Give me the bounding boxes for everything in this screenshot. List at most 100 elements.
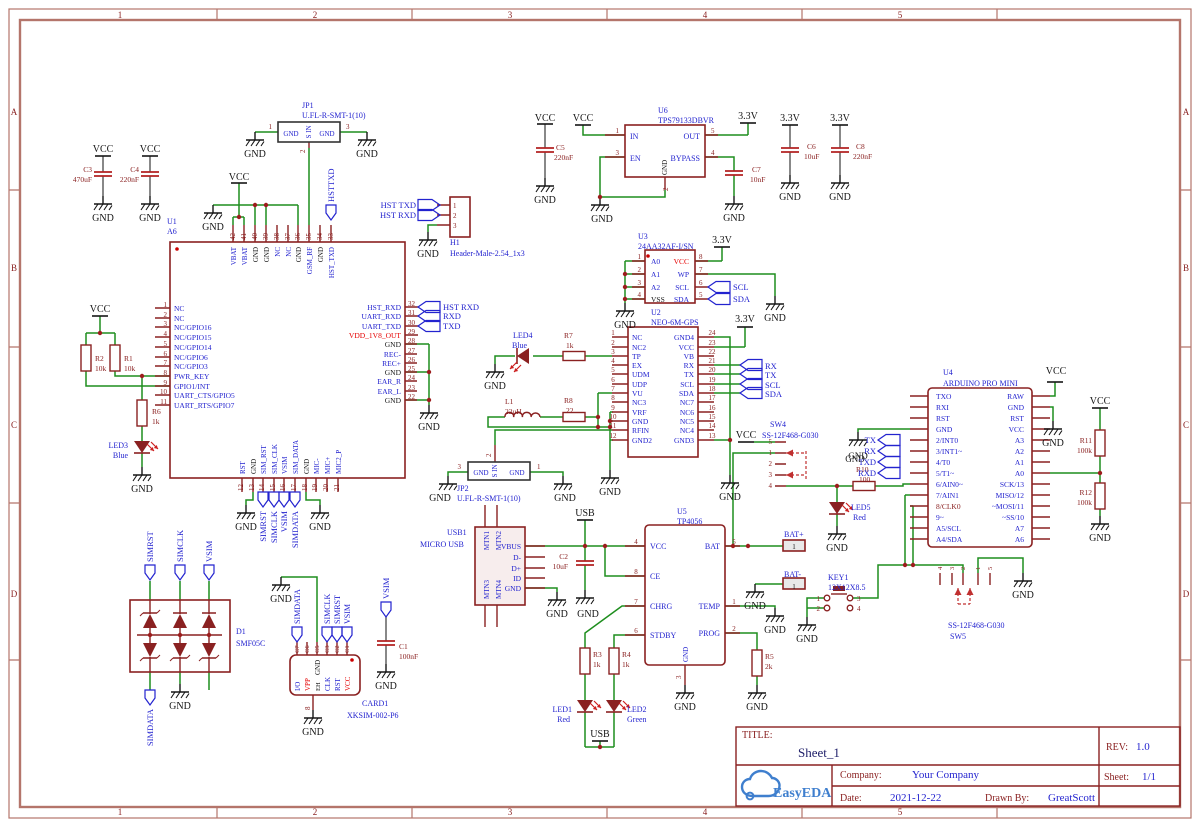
pin-name: 4/T0 (936, 458, 950, 467)
pin-num: 15 (709, 413, 717, 421)
pin-name: REC+ (382, 359, 401, 368)
ref: C8 (856, 142, 865, 151)
led1 (576, 699, 602, 713)
pin-name: A7 (1015, 524, 1024, 533)
pin-num: 14 (258, 484, 266, 492)
val: 100nF (399, 652, 418, 661)
pin-num: C7 (294, 645, 301, 653)
pin-num: 2 (611, 339, 615, 347)
pin-name: UDP (632, 380, 647, 389)
pin-num: 5 (611, 366, 615, 374)
led4 (509, 347, 530, 373)
r11-resistor (1094, 429, 1106, 457)
pin-name: 9~ (936, 513, 944, 522)
r7-resistor (562, 350, 586, 362)
gnd-label: GND (577, 609, 599, 620)
sheet-title[interactable]: Sheet_1 (798, 745, 840, 760)
pin-name: MTN4 (495, 579, 503, 599)
pin-name: GND (317, 247, 325, 262)
net-label: USB (590, 729, 610, 740)
net-label: TX (865, 435, 876, 445)
net-label: VSIM (204, 540, 214, 562)
pin-name: CHRG (650, 602, 672, 611)
rev-label: REV: (1106, 742, 1128, 753)
pin-name: GND (385, 396, 402, 405)
net-label: SIMDATA (145, 708, 155, 746)
net-label: TXD (859, 457, 876, 467)
pin-num: 1 (537, 463, 541, 471)
pin-name: MIC2_P (335, 450, 343, 474)
card1-sim (289, 654, 361, 696)
gnd-label: GND (591, 214, 613, 225)
net-label: SIMCLK (269, 510, 279, 543)
pin-name: 7/AIN1 (936, 491, 959, 500)
val: U.FL-R-SMT-1(10) (457, 494, 521, 503)
pin-name: MISO/12 (996, 491, 1025, 500)
pin-num: 11 (610, 422, 617, 430)
vcc-label: VCC (1090, 396, 1111, 407)
pin-name: S IN (491, 464, 499, 477)
pin-name: NC (174, 314, 184, 323)
pin-num: 34 (316, 233, 324, 241)
val: Blue (113, 451, 129, 460)
row-letter: A (11, 107, 18, 117)
pin-name: EAR_R (377, 377, 401, 386)
pin-name: GND (385, 340, 402, 349)
pin-num: 23 (709, 339, 717, 347)
gnd-label: GND (614, 320, 636, 331)
net-label: TXD (443, 321, 460, 331)
pin-num: 4 (638, 291, 642, 299)
gnd-label: GND (356, 149, 378, 160)
pin-num: 38 (273, 233, 281, 241)
pin-num: 5 (732, 538, 736, 546)
net-label: SIMRST (333, 595, 342, 624)
gnd-label: GND (719, 492, 741, 503)
pin-num: 4 (769, 482, 773, 490)
pin-name: NC6 (680, 408, 694, 417)
pin-num: 8 (611, 394, 615, 402)
pin-name: VRF (632, 408, 647, 417)
ref: R12 (1079, 488, 1092, 497)
gnd-label: GND (302, 727, 324, 738)
pin-num: 4 (634, 538, 638, 546)
vcc-label: 3.3V (712, 235, 733, 246)
col-num: 4 (703, 807, 708, 817)
drawnby-value[interactable]: GreatScott (1048, 792, 1095, 804)
company-value[interactable]: Your Company (912, 769, 980, 781)
val: 100 (859, 475, 871, 484)
ref: R3 (593, 650, 602, 659)
pin-name: UART_TXD (362, 322, 402, 331)
easyeda-logo: EasyEDA (740, 769, 832, 801)
pin-name: VU (632, 389, 643, 398)
gnd-label: GND (674, 702, 696, 713)
pin-num: 5 (769, 438, 773, 446)
pin-name: GND4 (674, 333, 694, 342)
pin-num: 33 (327, 233, 335, 241)
pin-name: PWR_KEY (174, 372, 210, 381)
sheet-value[interactable]: 1/1 (1142, 771, 1156, 783)
l1-inductor[interactable] (504, 411, 541, 418)
key1-button[interactable] (823, 586, 854, 612)
sw4-switch[interactable] (786, 449, 807, 480)
date-label: Date: (840, 793, 862, 804)
pin-num: 42 (229, 233, 237, 241)
r12-resistor (1094, 482, 1106, 510)
ref: C1 (399, 642, 408, 651)
netflag-sda (707, 292, 731, 306)
date-value[interactable]: 2021-12-22 (890, 792, 941, 804)
component-bodies[interactable] (129, 121, 1033, 696)
pin-name: GND (283, 130, 298, 138)
val: 100k (1077, 446, 1092, 455)
rev-value[interactable]: 1.0 (1136, 741, 1150, 753)
title-block: TITLE: Sheet_1 REV: 1.0 Company: Your Co… (735, 726, 1181, 807)
pin-name: ID (513, 574, 521, 583)
val: 10uF (553, 562, 568, 571)
gnd-label: GND (1042, 438, 1064, 449)
ref: CARD1 (362, 699, 388, 708)
val: 10k (124, 364, 136, 373)
pin-num: 2 (817, 605, 821, 613)
pin-name: SIM_DATA (292, 440, 300, 474)
sw5-switch[interactable] (954, 588, 974, 605)
net-label: SIMRST (258, 510, 268, 542)
sheet-label: Sheet: (1104, 772, 1129, 783)
